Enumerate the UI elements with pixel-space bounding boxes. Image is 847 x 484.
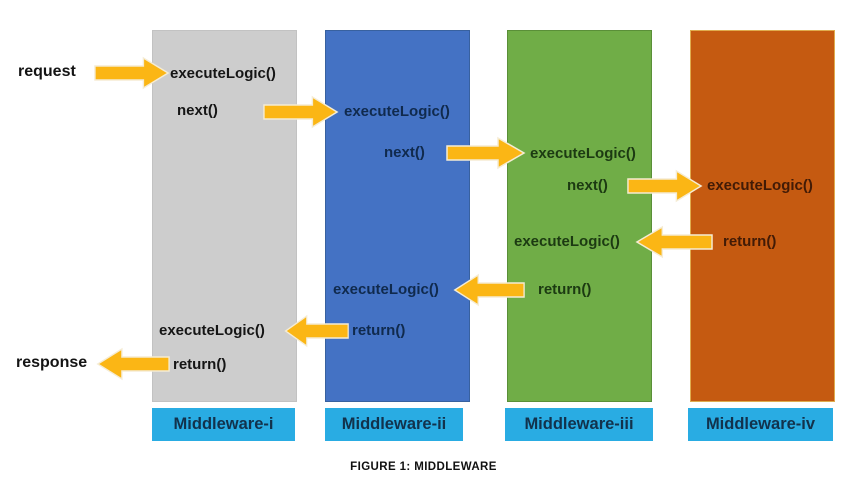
- mw1-execute-bottom-label: executeLogic(): [159, 322, 265, 339]
- request-label: request: [18, 63, 76, 80]
- middleware-iii-column: [507, 30, 652, 402]
- middleware-iv-tag: Middleware-iv: [688, 408, 833, 441]
- mw1-execute-top-label: executeLogic(): [170, 65, 276, 82]
- return-arrow-mw2-mw1-icon: [284, 314, 349, 348]
- middleware-iii-tag: Middleware-iii: [505, 408, 653, 441]
- mw4-return-label: return(): [723, 233, 777, 250]
- middleware-i-column: [152, 30, 297, 402]
- mw3-next-label: next(): [567, 177, 608, 194]
- middleware-iv-column: [690, 30, 835, 402]
- mw3-return-label: return(): [538, 281, 592, 298]
- return-arrow-mw3-mw2-icon: [453, 273, 525, 307]
- mw2-next-label: next(): [384, 144, 425, 161]
- mw1-return-label: return(): [173, 356, 227, 373]
- response-label: response: [16, 354, 88, 371]
- next-arrow-mw1-mw2-icon: [263, 95, 339, 129]
- mw2-execute-bottom-label: executeLogic(): [333, 281, 439, 298]
- figure-caption: FIGURE 1: MIDDLEWARE: [350, 461, 497, 473]
- mw1-next-label: next(): [177, 102, 218, 119]
- request-arrow-icon: [94, 56, 170, 90]
- mw3-execute-bottom-label: executeLogic(): [514, 233, 620, 250]
- next-arrow-mw2-mw3-icon: [446, 136, 526, 170]
- middleware-i-tag: Middleware-i: [152, 408, 295, 441]
- next-arrow-mw3-mw4-icon: [627, 169, 703, 203]
- return-arrow-mw4-mw3-icon: [635, 225, 713, 259]
- middleware-ii-column: [325, 30, 470, 402]
- mw2-execute-top-label: executeLogic(): [344, 103, 450, 120]
- mw2-return-label: return(): [352, 322, 406, 339]
- mw3-execute-top-label: executeLogic(): [530, 145, 636, 162]
- middleware-ii-tag: Middleware-ii: [325, 408, 463, 441]
- mw4-execute-top-label: executeLogic(): [707, 177, 813, 194]
- response-arrow-icon: [96, 347, 170, 381]
